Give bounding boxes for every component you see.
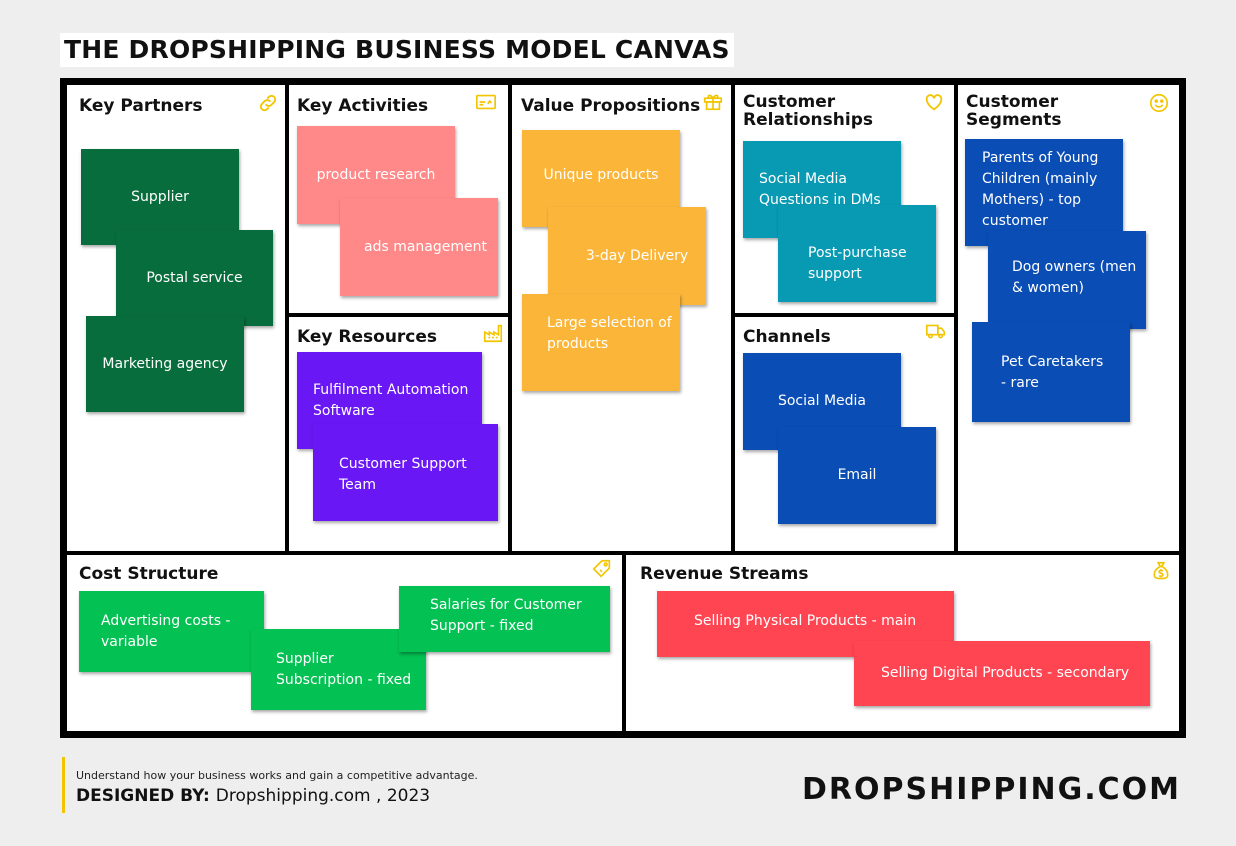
sticky-note: Large selection of products	[522, 294, 680, 391]
customer-segments-title: Customer Segments	[966, 92, 1062, 130]
tag-icon	[592, 559, 611, 578]
sticky-note: Parents of Young Children (mainly Mother…	[965, 139, 1123, 246]
sticky-note: Salaries for Customer Support - fixed	[399, 586, 610, 652]
sticky-note: Customer Support Team	[313, 424, 498, 521]
designed-by: DESIGNED BY:Dropshipping.com , 2023	[76, 786, 430, 806]
customer-relationships-title: Customer Relationships	[743, 92, 873, 130]
footer-accent-bar	[62, 757, 65, 813]
brand-logo-text: DROPSHIPPING.COM	[801, 772, 1181, 807]
channels-title: Channels	[743, 327, 831, 347]
sticky-note: Pet Caretakers - rare	[972, 322, 1130, 422]
sticky-note: Email	[778, 427, 936, 524]
sticky-note: Supplier Subscription - fixed	[251, 629, 426, 710]
truck-icon	[926, 324, 946, 339]
sticky-note: ads management	[340, 198, 498, 296]
key-resources-title: Key Resources	[297, 327, 438, 347]
value-propositions-title: Value Propositions	[521, 96, 701, 116]
revenue-streams-title: Revenue Streams	[640, 564, 809, 584]
link-icon	[259, 94, 277, 112]
sticky-note: 3-day Delivery	[548, 207, 706, 305]
smiley-icon	[1149, 93, 1169, 113]
designed-by-value: Dropshipping.com , 2023	[215, 786, 431, 806]
money-bag-icon	[1153, 561, 1169, 580]
factory-icon	[483, 324, 503, 343]
sticky-note: Marketing agency	[86, 316, 244, 412]
page-title: THE DROPSHIPPING BUSINESS MODEL CANVAS	[60, 33, 734, 67]
heart-icon	[925, 94, 943, 111]
footer-tagline: Understand how your business works and g…	[76, 769, 478, 782]
key-partners-title: Key Partners	[79, 96, 203, 116]
sticky-note: Selling Digital Products - secondary	[854, 641, 1150, 706]
cost-structure-title: Cost Structure	[79, 564, 219, 584]
key-activities-title: Key Activities	[297, 96, 429, 116]
sticky-note: Dog owners (men & women)	[988, 231, 1146, 329]
sticky-note: Supplier	[81, 149, 239, 245]
gift-icon	[703, 94, 723, 111]
card-icon	[476, 94, 496, 110]
sticky-note: Post-purchase support	[778, 205, 936, 302]
sticky-note: Postal service	[116, 230, 273, 326]
sticky-note: Advertising costs - variable	[79, 591, 264, 672]
designed-by-label: DESIGNED BY:	[76, 786, 210, 806]
